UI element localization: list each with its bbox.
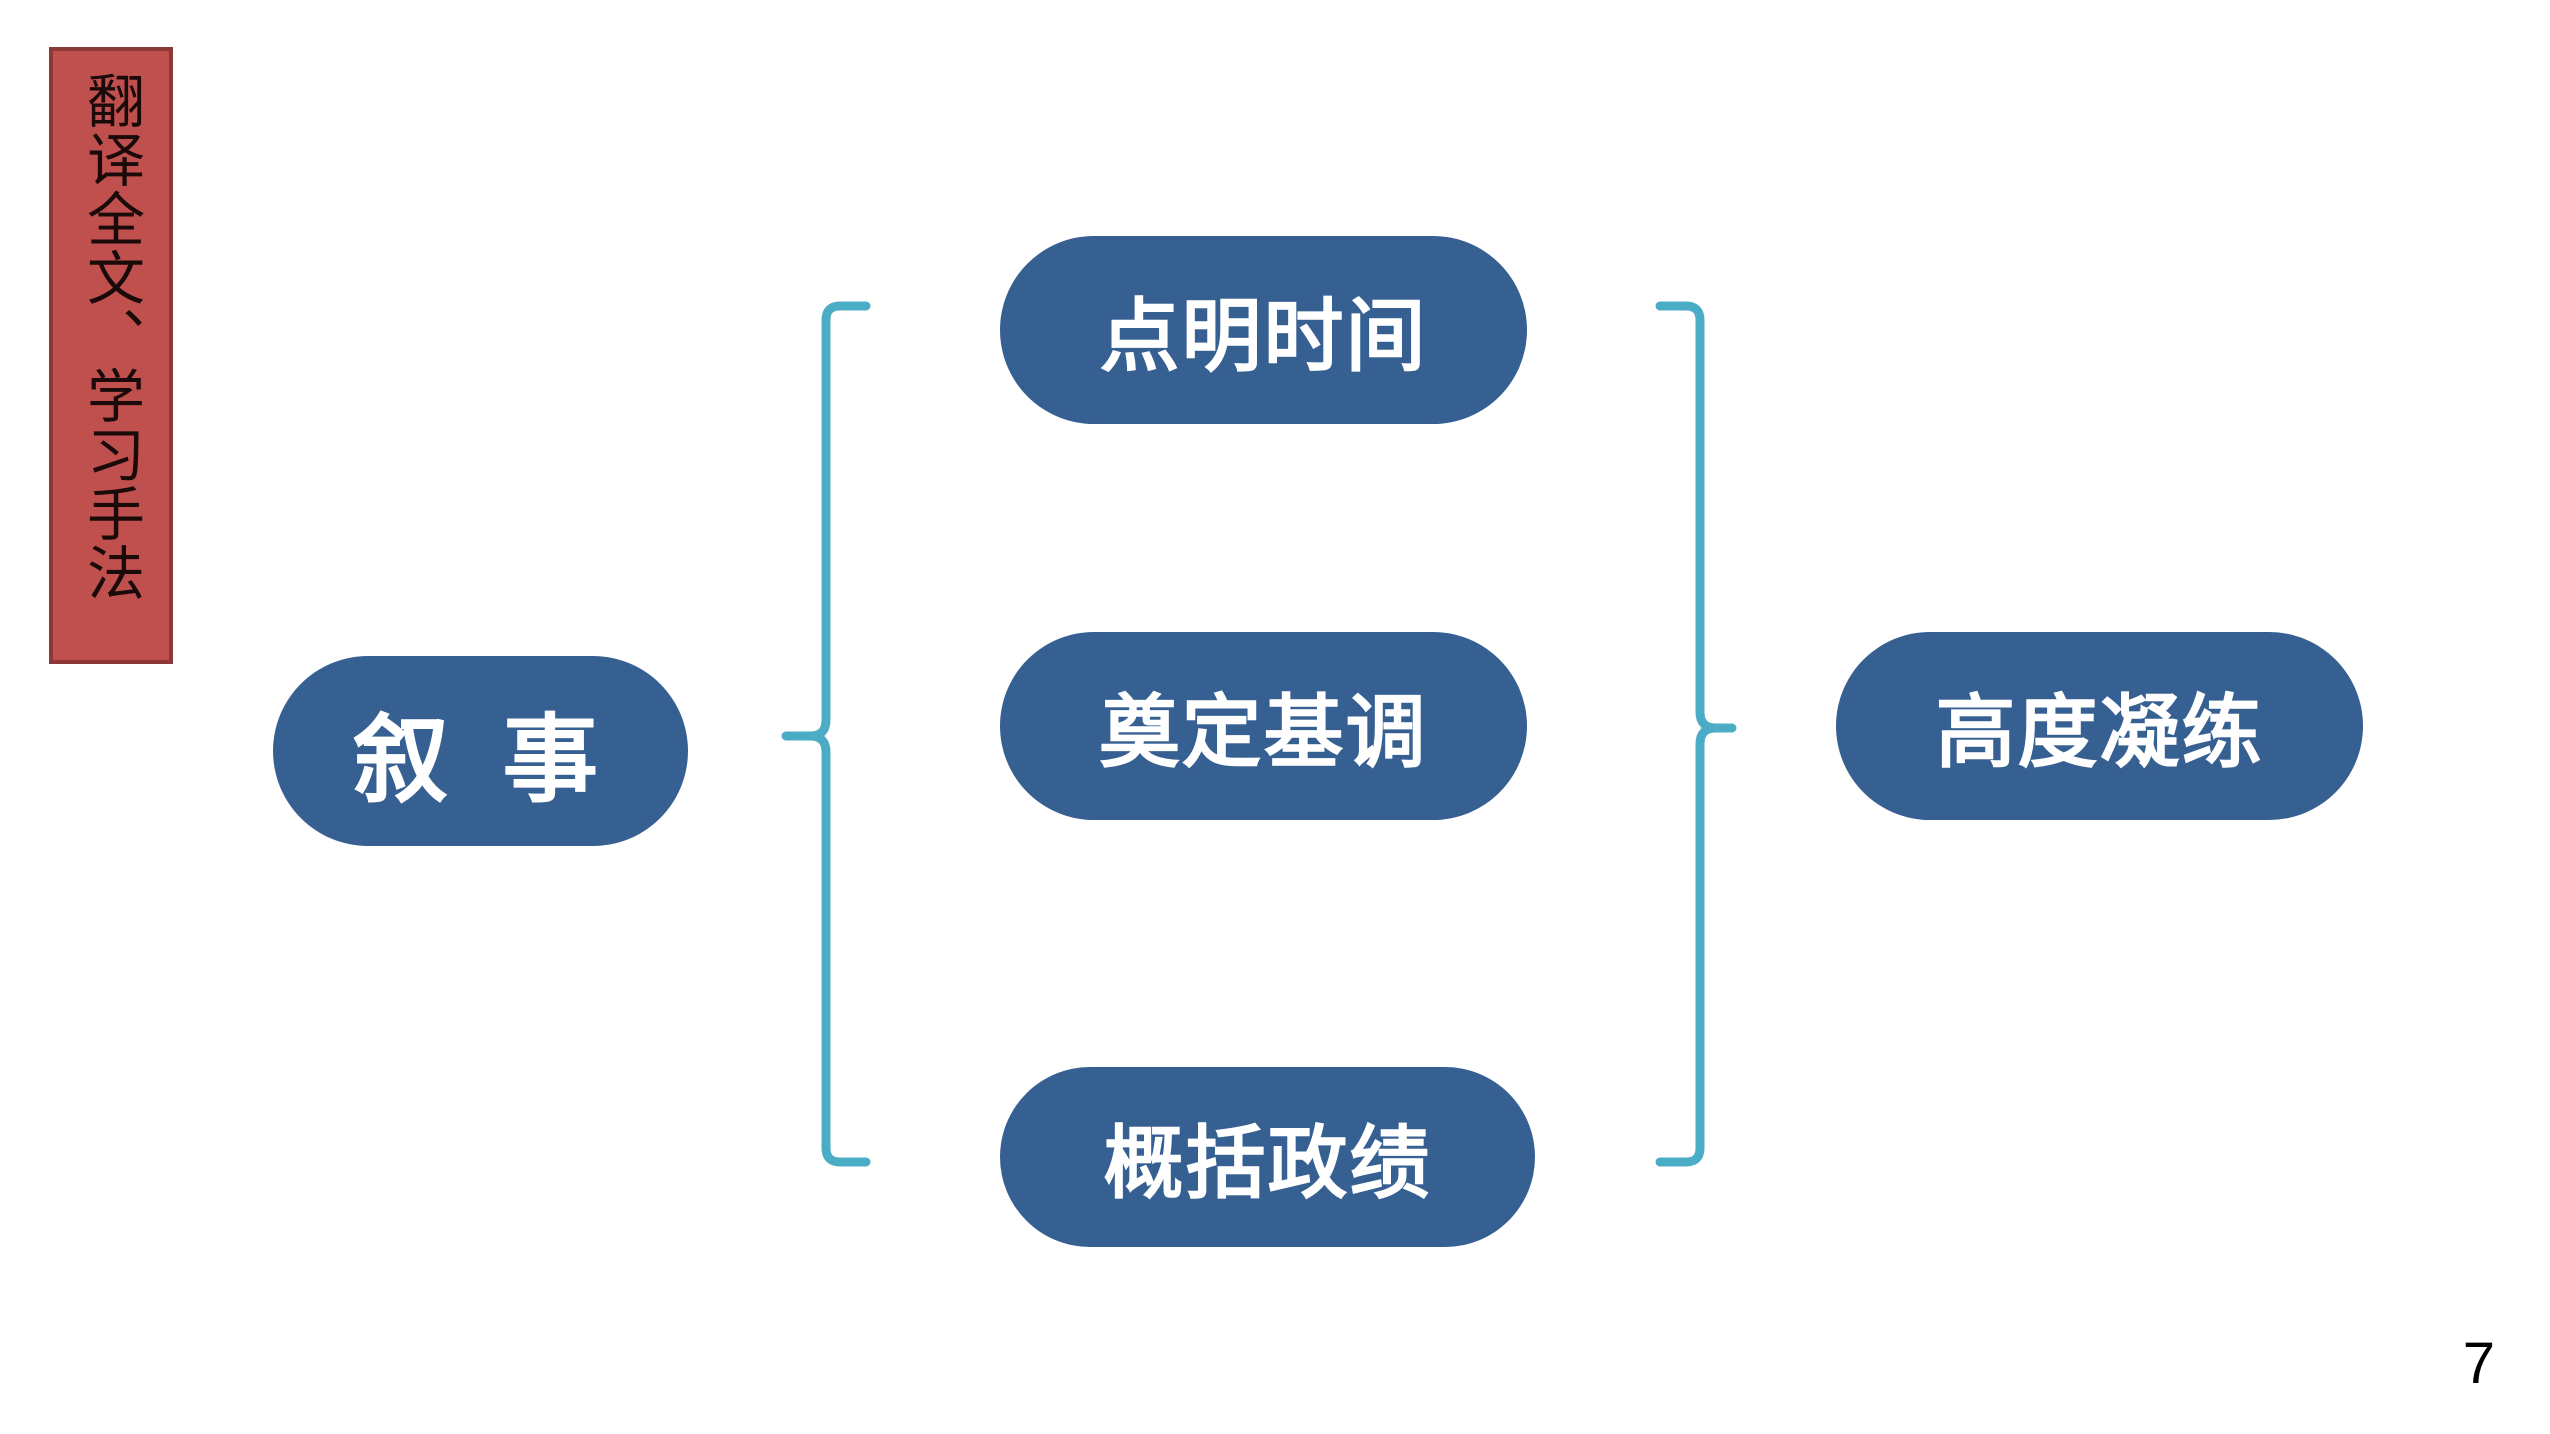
left-bracket	[781, 301, 871, 1167]
node-result: 高度凝练	[1836, 632, 2363, 820]
node-branch-time-label: 点明时间	[1099, 290, 1428, 383]
node-branch-achievements-label: 概括政绩	[1103, 1117, 1432, 1210]
node-result-label: 高度凝练	[1935, 686, 2264, 779]
right-bracket	[1655, 301, 1737, 1167]
section-label-text: 翻译全文、学习手法	[77, 71, 145, 602]
node-narrative-label: 叙 事	[352, 703, 609, 816]
page-number: 7	[2462, 1331, 2495, 1396]
node-branch-tone-label: 奠定基调	[1099, 686, 1428, 779]
node-branch-tone: 奠定基调	[1000, 632, 1527, 820]
node-narrative: 叙 事	[273, 656, 688, 846]
node-branch-achievements: 概括政绩	[1000, 1067, 1535, 1247]
section-label: 翻译全文、学习手法	[49, 47, 173, 664]
node-branch-time: 点明时间	[1000, 236, 1527, 424]
